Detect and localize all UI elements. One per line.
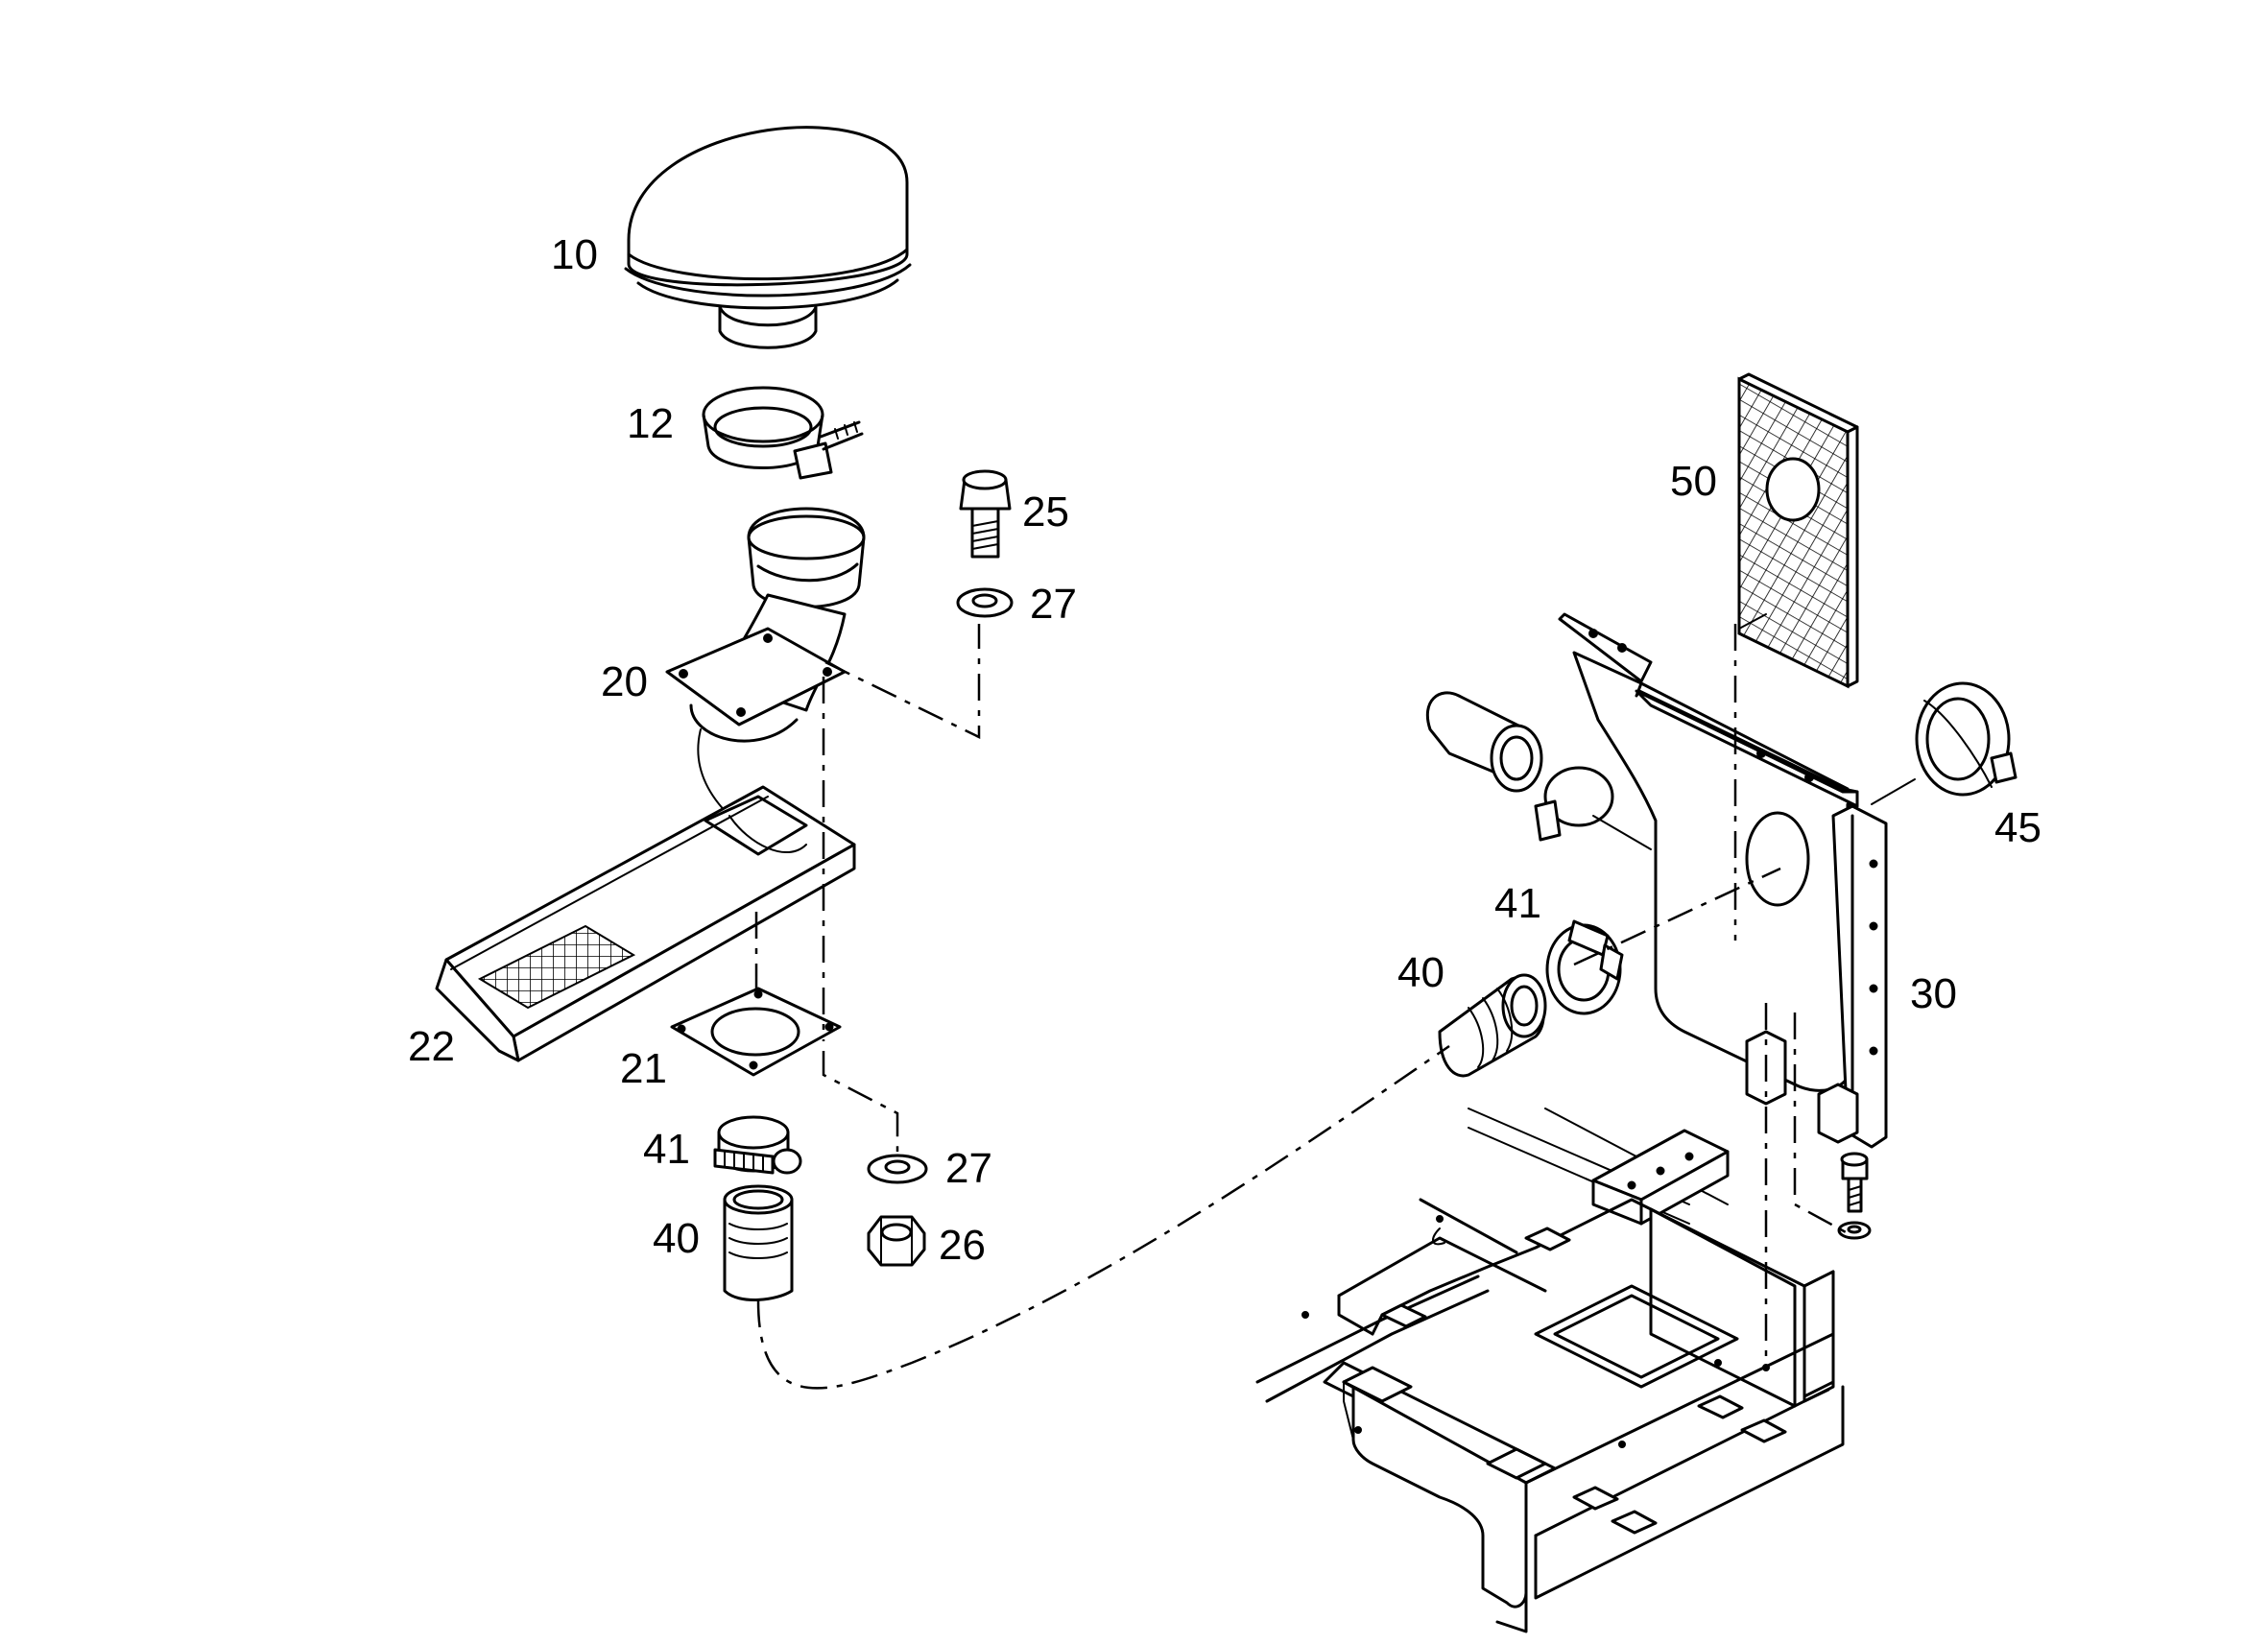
part-50-mesh-pad	[1737, 372, 1859, 689]
callout-41-right: 41	[1494, 880, 1541, 927]
part-12-clamp	[702, 386, 864, 480]
callout-45: 45	[1994, 804, 2041, 851]
part-26-nut	[867, 1215, 926, 1267]
part-20-elbow-adapter	[665, 507, 866, 817]
callout-40-left: 40	[653, 1215, 700, 1262]
callout-12: 12	[627, 400, 674, 447]
callout-labels: 10 12 25 27 20 22 21 41 27 40 26 50 45 4…	[408, 231, 2041, 1269]
part-30-bracket	[1558, 612, 1888, 1149]
part-22-tray	[435, 785, 856, 1062]
part-25-bolt	[959, 469, 1012, 559]
callout-10: 10	[551, 231, 598, 278]
callout-27-lower: 27	[945, 1145, 992, 1192]
part-40-hose-left	[723, 1184, 794, 1301]
part-small-bolt	[1837, 1152, 1872, 1240]
callout-40-right: 40	[1397, 949, 1444, 996]
part-21-gasket	[670, 987, 842, 1077]
callout-20: 20	[601, 658, 648, 705]
callout-50: 50	[1670, 458, 1717, 505]
callout-30: 30	[1910, 970, 1957, 1017]
part-41-clamp-left	[713, 1115, 802, 1175]
machine-frame	[1255, 1108, 1845, 1633]
callout-26: 26	[939, 1222, 986, 1269]
callout-41-left: 41	[643, 1126, 690, 1173]
assembly-lines	[754, 613, 1916, 1390]
callout-21: 21	[620, 1045, 667, 1092]
callout-25: 25	[1022, 488, 1069, 536]
part-27-washer-upper	[956, 587, 1014, 618]
callout-22: 22	[408, 1023, 455, 1070]
part-41-clamp-right	[1545, 919, 1624, 1015]
callout-27-upper: 27	[1030, 581, 1077, 628]
part-27-washer-lower	[867, 1154, 928, 1184]
part-10-air-filter	[624, 126, 912, 349]
part-40-hose-right	[1438, 973, 1547, 1078]
part-hose-upper-right	[1425, 691, 1652, 850]
part-45-clamp-ring	[1915, 681, 2017, 797]
